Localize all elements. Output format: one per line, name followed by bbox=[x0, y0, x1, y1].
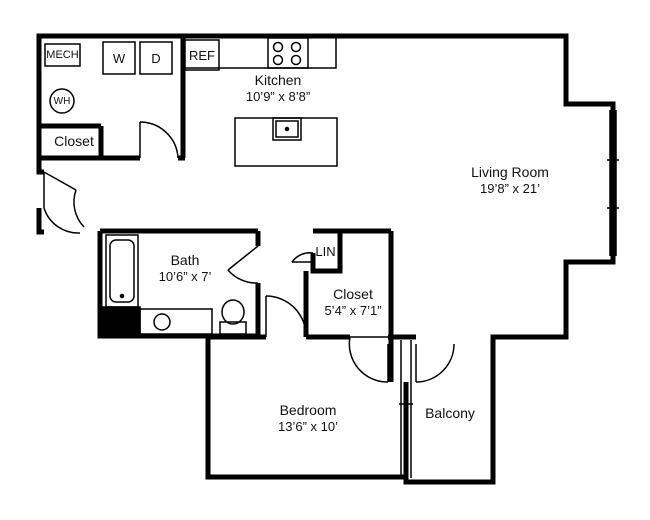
mech-unit bbox=[44, 43, 81, 67]
balcony-label: Balcony bbox=[412, 405, 488, 422]
refrigerator-label: REF bbox=[189, 47, 215, 63]
kitchen-counter bbox=[184, 37, 337, 71]
bath-name: Bath bbox=[170, 252, 200, 268]
balcony-sliding-door bbox=[399, 340, 413, 478]
bedroom-closet-dims: 5’4” x 7’1” bbox=[324, 303, 382, 318]
bedroom-dims: 13’6” x 10’ bbox=[278, 419, 338, 434]
dryer-label: D bbox=[151, 50, 161, 66]
range bbox=[267, 37, 309, 69]
living-room-windows bbox=[607, 110, 619, 256]
hall-closet-label: Closet bbox=[44, 133, 104, 150]
toilet-bowl bbox=[221, 299, 245, 325]
balcony-name: Balcony bbox=[425, 405, 475, 421]
bath-dims: 10’6” x 7’ bbox=[158, 269, 212, 284]
bedroom-name: Bedroom bbox=[279, 402, 337, 418]
kitchen-label: Kitchen 10’9” x 8’8” bbox=[228, 72, 328, 105]
bath-walls bbox=[97, 231, 258, 339]
interior-walls bbox=[39, 36, 416, 477]
dryer bbox=[139, 41, 173, 75]
vanity-sink bbox=[153, 313, 171, 331]
vanity bbox=[139, 308, 213, 335]
bedroom-label: Bedroom 13’6” x 10’ bbox=[260, 402, 356, 435]
door-swings bbox=[43, 121, 455, 383]
linen-label: LIN bbox=[315, 243, 336, 259]
bath-fixtures bbox=[101, 234, 247, 335]
shaft bbox=[101, 306, 141, 335]
bath-label: Bath 10’6” x 7’ bbox=[140, 252, 230, 285]
living-room-dims: 19’8” x 21’ bbox=[480, 181, 540, 196]
toilet-tank bbox=[219, 321, 247, 335]
washer-label: W bbox=[112, 50, 126, 66]
exterior-wall-lower bbox=[205, 337, 406, 480]
kitchen-dims: 10’9” x 8’8” bbox=[245, 89, 311, 104]
living-room-label: Living Room 19’8” x 21’ bbox=[450, 164, 570, 197]
bedroom-closet-name: Closet bbox=[333, 286, 373, 302]
laundry-appliances bbox=[44, 41, 173, 114]
kitchen-name: Kitchen bbox=[254, 72, 302, 88]
mech-label: MECH bbox=[46, 49, 79, 61]
hall-closet-name: Closet bbox=[54, 133, 94, 149]
refrigerator-outline bbox=[184, 39, 220, 71]
bedroom-closet-label: Closet 5’4” x 7’1” bbox=[310, 286, 396, 319]
water-heater bbox=[49, 88, 75, 114]
washer bbox=[102, 41, 136, 75]
exterior-wall-west bbox=[36, 208, 44, 235]
kitchen-sink bbox=[272, 117, 302, 141]
linen-walls bbox=[310, 228, 343, 274]
living-room-name: Living Room bbox=[471, 164, 549, 180]
water-heater-label: WH bbox=[53, 95, 71, 107]
kitchen-island bbox=[234, 117, 338, 167]
